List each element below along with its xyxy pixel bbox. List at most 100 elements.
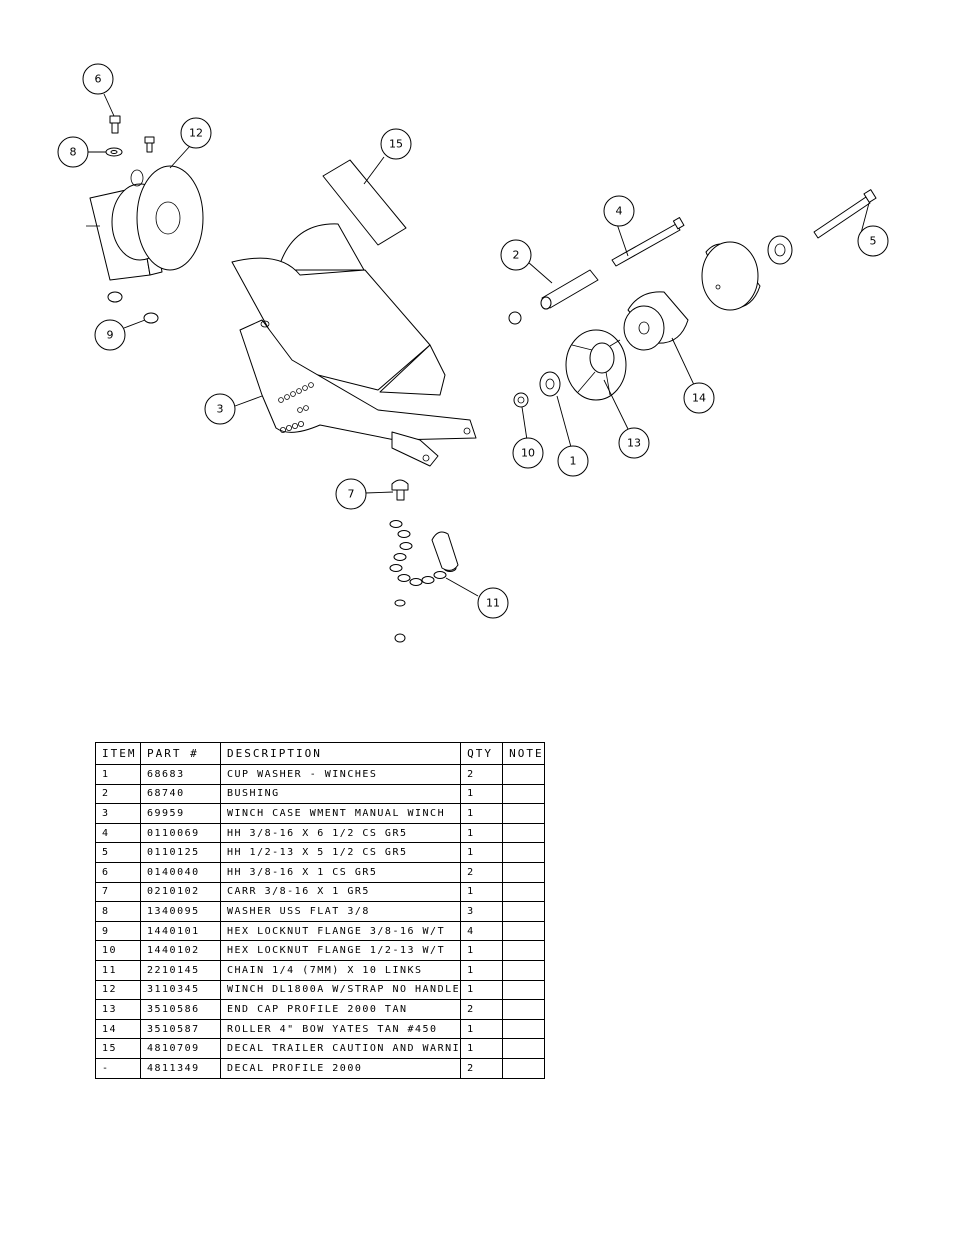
svg-text:10: 10 [521, 447, 535, 460]
bom-cell-description: HH 3/8-16 X 6 1/2 CS GR5 [219, 822, 462, 844]
bom-cell-qty: 1 [460, 842, 504, 863]
bom-cell-note [502, 901, 545, 922]
locknut-part-10 [508, 311, 529, 408]
item-balloon-8: 8 [57, 136, 89, 168]
chain-part-11 [389, 520, 459, 643]
bom-cell-note [502, 842, 545, 863]
bom-cell-item: 14 [95, 1018, 141, 1040]
bom-cell-qty: 1 [460, 1038, 504, 1059]
bom-cell-item: 8 [95, 901, 141, 922]
bom-cell-item: 11 [95, 959, 141, 981]
bom-cell-item: - [95, 1057, 141, 1079]
bom-cell-qty: 2 [460, 764, 504, 785]
bom-cell-description: WINCH CASE WMENT MANUAL WINCH [219, 803, 462, 824]
item-balloon-7: 7 [335, 478, 367, 510]
item-balloon-11: 11 [477, 587, 509, 619]
decal-part-15 [322, 159, 407, 246]
bom-cell-note [502, 999, 545, 1020]
bolt-part-4 [611, 217, 685, 267]
item-balloon-2: 2 [500, 239, 532, 271]
bom-cell-qty: 1 [460, 822, 504, 844]
bom-cell-item: 5 [95, 842, 141, 863]
svg-text:2: 2 [513, 249, 520, 262]
svg-text:5: 5 [870, 235, 877, 248]
bom-cell-description: WINCH DL1800A W/STRAP NO HANDLE [219, 979, 462, 1001]
bom-cell-item: 15 [95, 1038, 141, 1059]
winch-case-part-3 [231, 223, 477, 467]
bom-cell-part-number: 1440102 [140, 940, 221, 961]
exploded-assembly-drawing: 6 8 12 15 4 5 2 9 3 10 1 13 14 7 11 [57, 63, 889, 643]
item-balloon-4: 4 [603, 195, 635, 227]
bom-cell-note [502, 1018, 545, 1040]
bom-cell-description: HEX LOCKNUT FLANGE 1/2-13 W/T [219, 940, 462, 961]
svg-text:12: 12 [189, 127, 203, 140]
item-balloon-3: 3 [204, 393, 236, 425]
bom-cell-description: HEX LOCKNUT FLANGE 3/8-16 W/T [219, 920, 462, 942]
bom-cell-qty: 2 [460, 999, 504, 1020]
bom-header-qty: QTY [460, 742, 504, 765]
bom-cell-note [502, 920, 545, 942]
cup-washer-part-1 [539, 371, 561, 397]
bom-cell-part-number: 0140040 [140, 861, 221, 883]
bom-cell-part-number: 0210102 [140, 881, 221, 903]
item-balloon-6: 6 [82, 63, 114, 95]
item-balloon-15: 15 [380, 128, 412, 160]
bolt-part-6 [109, 115, 155, 153]
bom-cell-note [502, 959, 545, 981]
item-balloon-12: 12 [180, 117, 212, 149]
bom-cell-qty: 4 [460, 920, 504, 942]
bom-cell-qty: 2 [460, 1057, 504, 1079]
assembly-svg: 6 8 12 15 4 5 2 9 3 10 1 13 14 7 11 [57, 63, 889, 643]
bom-cell-part-number: 68683 [140, 764, 221, 785]
bom-cell-qty: 1 [460, 940, 504, 961]
bom-cell-note [502, 881, 545, 903]
bom-cell-part-number: 1340095 [140, 901, 221, 922]
bom-cell-note [502, 803, 545, 824]
carriage-bolt-part-7 [391, 479, 409, 501]
bom-cell-description: CARR 3/8-16 X 1 GR5 [219, 881, 462, 903]
bom-cell-note [502, 979, 545, 1001]
bom-header-description: DESCRIPTION [219, 742, 462, 765]
bom-cell-part-number: 2210145 [140, 959, 221, 981]
svg-text:8: 8 [70, 146, 77, 159]
bom-cell-item: 9 [95, 920, 141, 942]
winch-part-12 [86, 165, 204, 281]
bom-cell-part-number: 0110069 [140, 822, 221, 844]
item-balloon-14: 14 [683, 382, 715, 414]
bom-cell-description: END CAP PROFILE 2000 TAN [219, 999, 462, 1020]
bom-cell-part-number: 3510587 [140, 1018, 221, 1040]
bom-cell-description: BUSHING [219, 783, 462, 805]
svg-text:3: 3 [217, 403, 224, 416]
svg-text:11: 11 [486, 597, 500, 610]
svg-text:1: 1 [570, 455, 577, 468]
bom-cell-item: 2 [95, 783, 141, 805]
item-balloon-5: 5 [857, 225, 889, 257]
bom-cell-note [502, 861, 545, 883]
bom-header-item: ITEM [95, 742, 141, 765]
bom-cell-note [502, 940, 545, 961]
bom-cell-note [502, 822, 545, 844]
bushing-part-2 [540, 269, 599, 310]
item-balloon-1: 1 [557, 445, 589, 477]
bom-cell-note [502, 1057, 545, 1079]
bom-header-row: ITEM PART # DESCRIPTION QTY NOTE [95, 742, 545, 765]
bom-cell-item: 3 [95, 803, 141, 824]
bom-cell-qty: 1 [460, 881, 504, 903]
bom-cell-part-number: 3110345 [140, 979, 221, 1001]
bom-cell-note [502, 1038, 545, 1059]
bom-cell-description: ROLLER 4" BOW YATES TAN #450 [219, 1018, 462, 1040]
item-balloon-9: 9 [94, 319, 126, 351]
bom-cell-item: 6 [95, 861, 141, 883]
